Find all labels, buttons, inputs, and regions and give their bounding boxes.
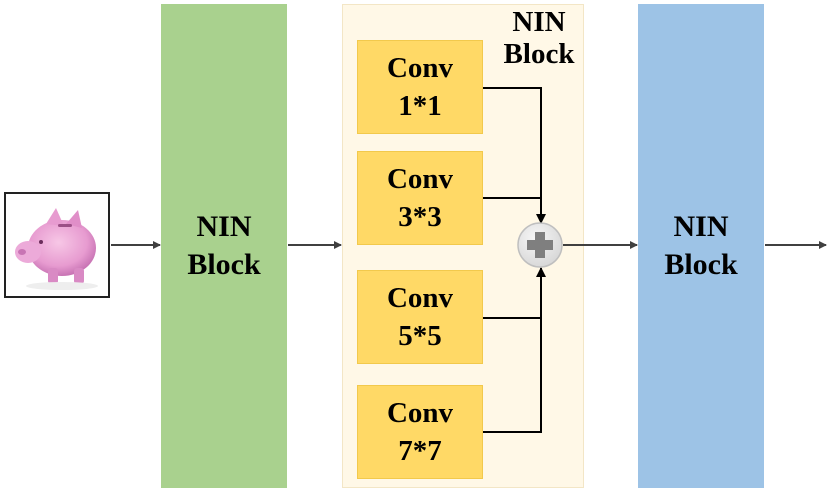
nin-block-right-line2: Block bbox=[664, 248, 738, 281]
conv-5x5-line1: Conv bbox=[386, 282, 454, 314]
conv-1x1-line2: 1*1 bbox=[398, 90, 442, 122]
conv-5x5: Conv 5*5 bbox=[357, 270, 483, 364]
conv-1x1: Conv 1*1 bbox=[357, 40, 483, 134]
nin-block-right-line1: NIN bbox=[673, 210, 729, 243]
conv-3x3: Conv 3*3 bbox=[357, 151, 483, 245]
conv-7x7: Conv 7*7 bbox=[357, 385, 483, 479]
conv-3x3-line2: 3*3 bbox=[398, 201, 442, 233]
conv-5x5-line2: 5*5 bbox=[398, 320, 442, 352]
nin-block-left-line2: Block bbox=[187, 248, 261, 281]
branch-conv-1x1 bbox=[483, 87, 546, 224]
nin-block-right: NIN Block bbox=[638, 4, 764, 488]
input-image bbox=[4, 192, 110, 298]
nin-block-left: NIN Block bbox=[161, 4, 287, 488]
nin-block-center-title-line2: Block bbox=[503, 38, 575, 70]
piggy-bank-icon bbox=[15, 208, 98, 290]
nin-block-left-line1: NIN bbox=[196, 210, 252, 243]
conv-3x3-line1: Conv bbox=[386, 163, 454, 195]
conv-7x7-line2: 7*7 bbox=[398, 435, 442, 467]
conv-1x1-line1: Conv bbox=[386, 52, 454, 84]
plus-icon bbox=[517, 222, 563, 268]
branch-conv-7x7 bbox=[483, 267, 546, 433]
nin-block-center-title-line1: NIN bbox=[512, 6, 566, 38]
nin-block-center-title: NIN Block bbox=[494, 6, 584, 70]
conv-7x7-line1: Conv bbox=[386, 397, 454, 429]
